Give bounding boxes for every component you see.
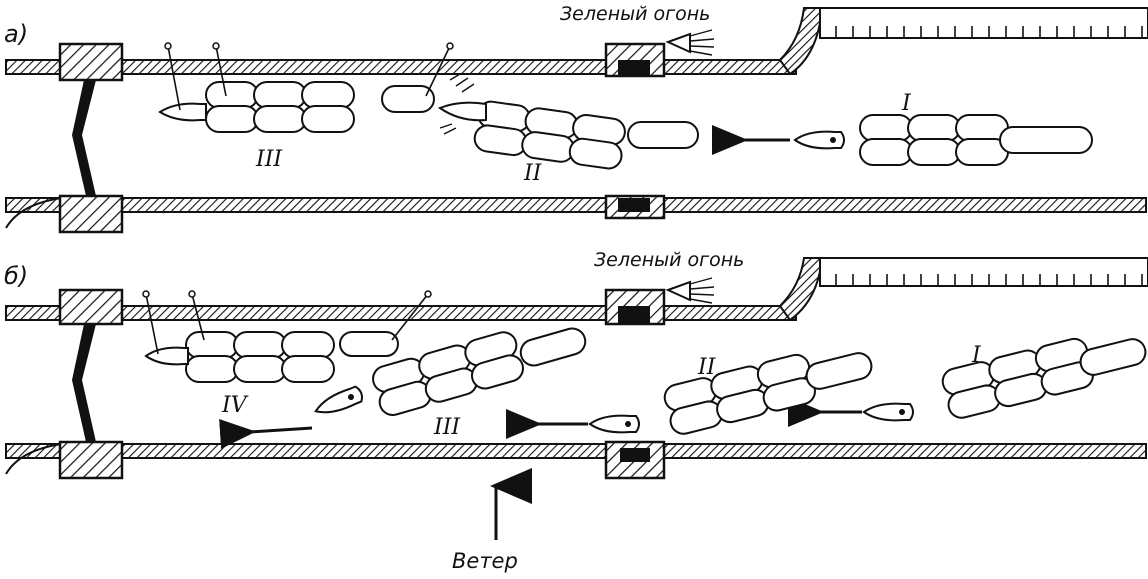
panel-a: а) Зеленый огонь: [4, 3, 1148, 234]
signal-label-a: Зеленый огонь: [560, 3, 710, 25]
signal-label-b: Зеленый огонь: [594, 249, 744, 271]
gate-block-lower-b: [58, 440, 124, 480]
lower-wall-a: [5, 197, 1147, 213]
vessel-III-b: III: [219, 327, 587, 449]
vessel-II-b: II: [506, 351, 873, 439]
berth-ruler-b: [819, 257, 1148, 287]
outlet-curve-a: [778, 7, 824, 76]
svg-text:I: I: [971, 343, 982, 368]
panel-a-label: а): [4, 20, 28, 48]
vessel-IV-b: IV: [142, 290, 432, 418]
svg-text:IV: IV: [221, 393, 249, 418]
signal-light-a: [665, 29, 715, 56]
vessel-I-b: I: [788, 335, 1147, 427]
svg-text:III: III: [433, 415, 461, 440]
vessel-I-a: I: [712, 91, 1093, 166]
svg-text:II: II: [697, 355, 717, 380]
gate-block-upper-a: [58, 42, 124, 82]
vessel-III-a: III: [158, 42, 454, 172]
panel-b: б) Зеленый огонь: [4, 249, 1148, 573]
svg-text:II: II: [523, 161, 543, 186]
panel-b-label: б): [4, 262, 28, 290]
berth-ruler-a: [819, 7, 1148, 39]
gate-leaf-a: [72, 80, 96, 196]
svg-text:III: III: [255, 147, 283, 172]
gate-leaf-b: [72, 324, 96, 442]
vessel-II-a: II: [437, 73, 699, 186]
lower-wall-b: [5, 443, 1147, 459]
svg-text:I: I: [901, 91, 912, 116]
upper-wall-b: [5, 305, 797, 321]
lower-curve-b: [5, 443, 63, 475]
signal-light-b: [665, 277, 715, 304]
gate-block-lower-a: [58, 194, 124, 234]
wind-label: Ветер: [452, 549, 518, 573]
upper-wall-a: [5, 59, 797, 75]
gate-block-upper-b: [58, 288, 124, 326]
outlet-curve-b: [778, 257, 824, 322]
lower-curve-a: [5, 197, 63, 229]
